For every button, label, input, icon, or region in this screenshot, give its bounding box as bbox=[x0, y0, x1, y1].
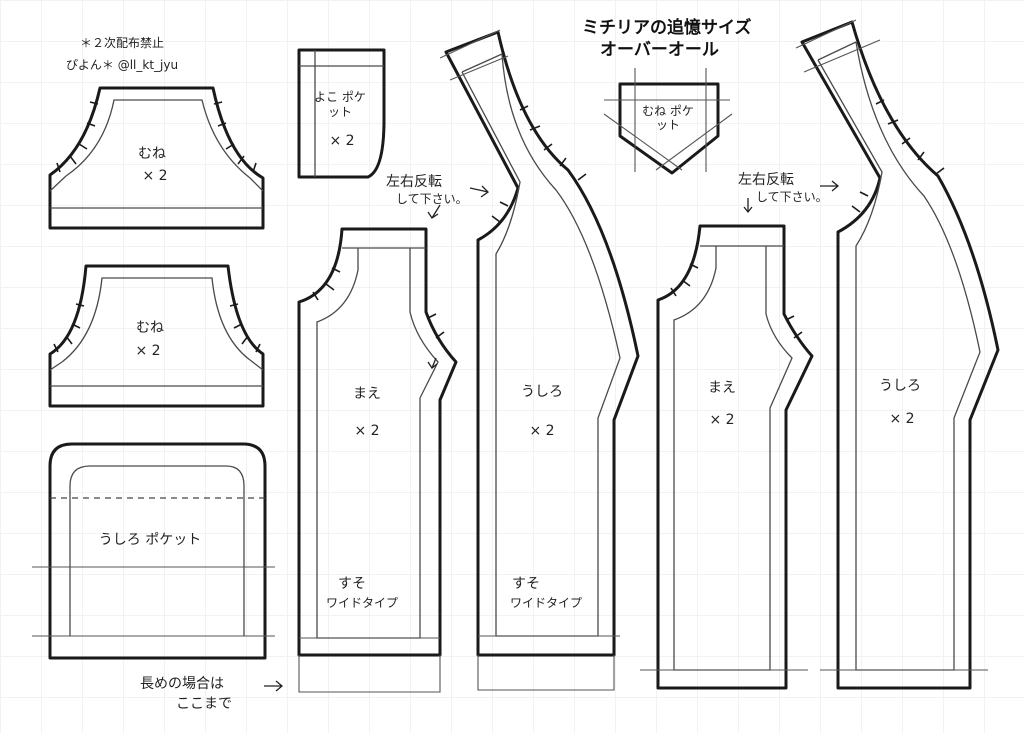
slim-front-name: まえ bbox=[708, 380, 736, 396]
long-length-arrow bbox=[264, 680, 284, 692]
slim-front-leg-piece bbox=[640, 224, 814, 690]
flip-arrows-left bbox=[427, 185, 490, 369]
wide-back-name: うしろ bbox=[521, 384, 563, 400]
bib-front-qty: × 2 bbox=[142, 168, 168, 184]
slim-front-qty: × 2 bbox=[709, 412, 735, 428]
bib-front-piece bbox=[48, 86, 265, 230]
notice-label: ＊２次配布禁止 bbox=[79, 36, 165, 50]
wide-front-hem-1: すそ bbox=[338, 576, 366, 592]
title-line-2: オーバーオール bbox=[600, 40, 719, 60]
bib-back-qty: × 2 bbox=[135, 343, 161, 359]
wide-back-hem-2: ワイドタイプ bbox=[509, 596, 583, 610]
wide-front-name: まえ bbox=[353, 386, 381, 402]
wide-front-leg-piece bbox=[297, 227, 458, 693]
title-line-1: ミチリアの追憶サイズ bbox=[582, 18, 752, 38]
side-pocket-name: よこ ポケット bbox=[314, 90, 366, 119]
side-pocket-piece bbox=[297, 48, 386, 179]
wide-back-leg-piece bbox=[439, 29, 640, 691]
side-pocket-qty: × 2 bbox=[329, 133, 355, 149]
wide-back-hem-1: すそ bbox=[512, 576, 540, 592]
bib-back-name: むね bbox=[136, 320, 164, 336]
bib-pocket-name: むね ポケット bbox=[642, 104, 694, 133]
wide-front-qty: × 2 bbox=[354, 423, 380, 439]
flip-note-1-line-1: 左右反転 bbox=[386, 174, 442, 190]
bib-front-name: むね bbox=[138, 146, 166, 162]
long-length-note-line-2: ここまで bbox=[176, 696, 232, 712]
slim-back-name: うしろ bbox=[879, 378, 921, 394]
flip-note-2-line-2: して下さい。 bbox=[756, 190, 828, 204]
back-pocket-piece bbox=[32, 442, 275, 660]
bib-pocket-piece bbox=[603, 68, 733, 175]
back-pocket-name: うしろ ポケット bbox=[98, 532, 202, 548]
bib-back-piece bbox=[48, 264, 265, 408]
wide-front-hem-2: ワイドタイプ bbox=[325, 596, 399, 610]
long-length-note-line-1: 長めの場合は bbox=[140, 676, 224, 692]
flip-arrows-right bbox=[743, 180, 840, 214]
wide-back-qty: × 2 bbox=[529, 423, 555, 439]
flip-note-2-line-1: 左右反転 bbox=[738, 172, 794, 188]
slim-back-leg-piece bbox=[795, 19, 1000, 690]
flip-note-1-line-2: して下さい。 bbox=[396, 192, 468, 206]
slim-back-qty: × 2 bbox=[889, 411, 915, 427]
credit-label: ぴよん＊ @ll_kt_jyu bbox=[65, 58, 179, 72]
